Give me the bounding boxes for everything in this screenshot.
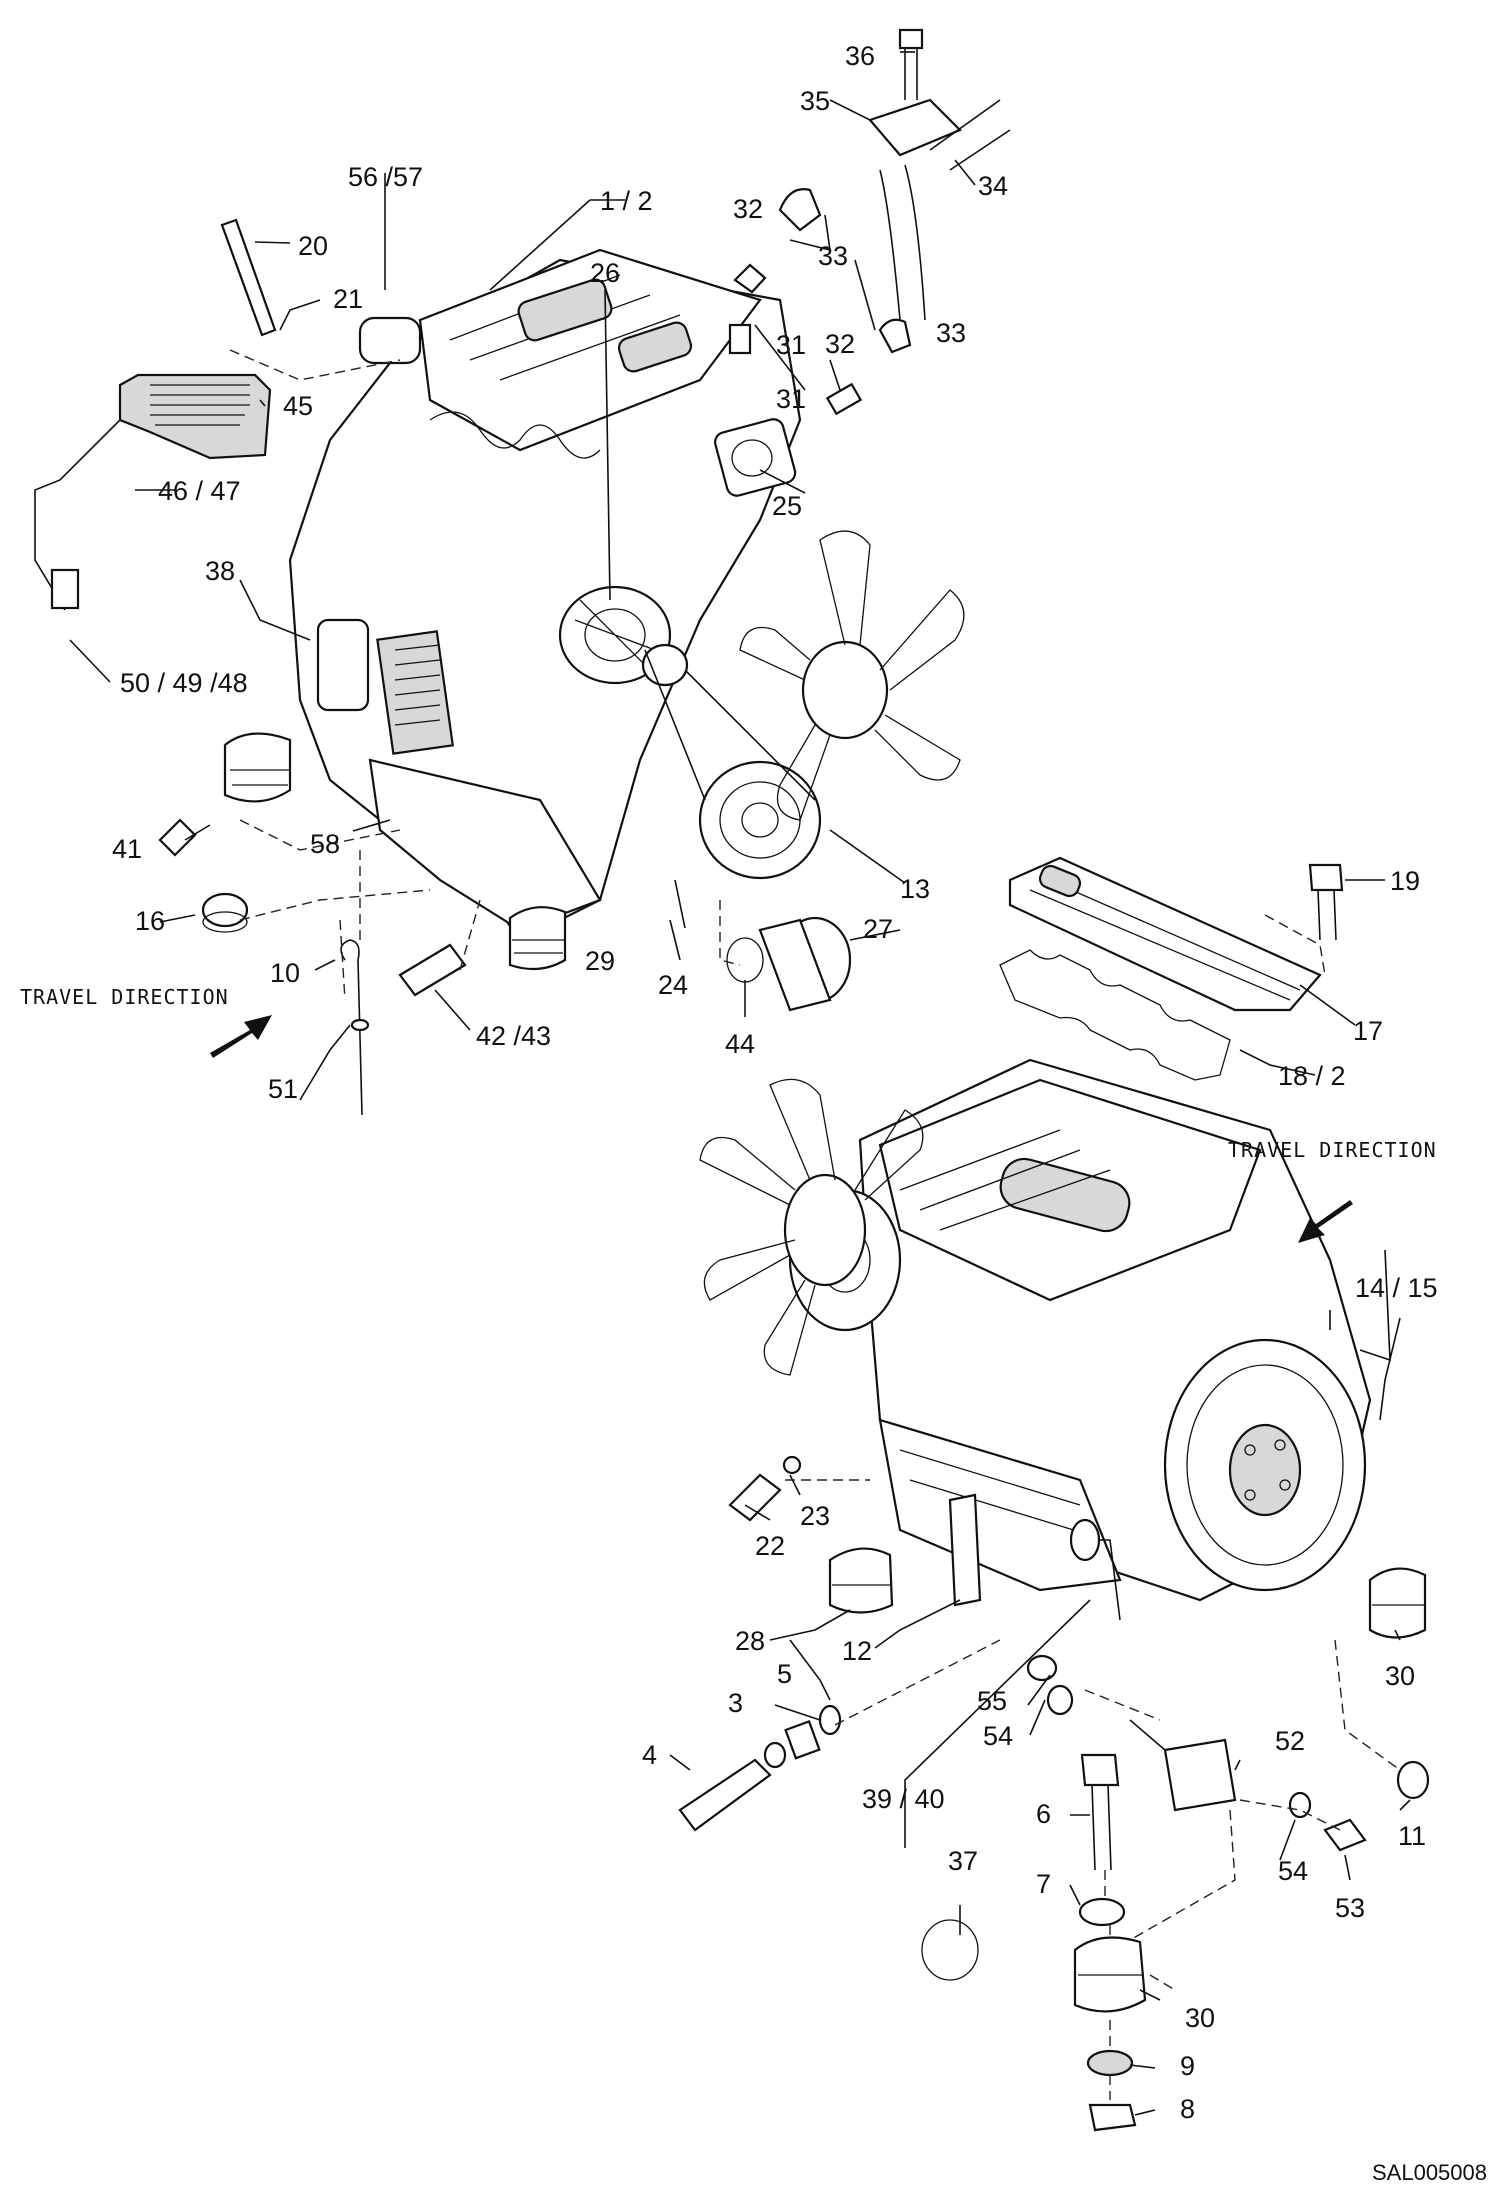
callout-53: 53 — [1335, 1893, 1365, 1923]
callout-42-43: 42 /43 — [476, 1021, 551, 1051]
callout-41: 41 — [112, 834, 142, 864]
callout-51: 51 — [268, 1074, 298, 1104]
callout-3: 3 — [728, 1688, 743, 1718]
callout-45: 45 — [283, 391, 313, 421]
callout-labels: 1 / 2 3 4 5 6 7 8 9 10 11 12 13 14 / 15 … — [20, 41, 1487, 2185]
callout-23: 23 — [800, 1501, 830, 1531]
callout-50-49-48: 50 / 49 /48 — [120, 668, 248, 698]
callout-32-lower: 32 — [825, 329, 855, 359]
callout-4: 4 — [642, 1740, 657, 1770]
callout-5: 5 — [777, 1659, 792, 1689]
callout-46-47: 46 / 47 — [158, 476, 241, 506]
callout-54-right: 54 — [1278, 1856, 1308, 1886]
callout-52: 52 — [1275, 1726, 1305, 1756]
callout-39-40: 39 / 40 — [862, 1784, 945, 1814]
callout-18-2: 18 / 2 — [1278, 1061, 1346, 1091]
callout-36: 36 — [845, 41, 875, 71]
lower-small-parts — [678, 856, 1430, 2132]
callout-16: 16 — [135, 906, 165, 936]
callout-33-lower: 33 — [936, 318, 966, 348]
callout-54-lower: 54 — [983, 1721, 1013, 1751]
callout-27: 27 — [863, 914, 893, 944]
travel-direction-arrows — [210, 1015, 1353, 1243]
callout-21: 21 — [333, 284, 363, 314]
callout-10: 10 — [270, 958, 300, 988]
callout-1-2: 1 / 2 — [600, 186, 653, 216]
travel-direction-caption-right: TRAVEL DIRECTION — [1228, 1138, 1437, 1162]
fan-upper — [739, 530, 965, 821]
fan-lower — [699, 1078, 924, 1376]
lower-engine-assembly — [699, 1058, 1427, 1639]
callout-9: 9 — [1180, 2051, 1195, 2081]
callout-58: 58 — [310, 829, 340, 859]
travel-direction-caption-left: TRAVEL DIRECTION — [20, 985, 229, 1009]
callout-35: 35 — [800, 86, 830, 116]
callout-17: 17 — [1353, 1016, 1383, 1046]
callout-30-lower: 30 — [1185, 2003, 1215, 2033]
callout-31-lower: 31 — [776, 384, 806, 414]
callout-19: 19 — [1390, 866, 1420, 896]
upper-engine-assembly — [220, 98, 1011, 971]
callout-22: 22 — [755, 1531, 785, 1561]
callout-8: 8 — [1180, 2094, 1195, 2124]
drawing-reference-code: SAL005008 — [1372, 2160, 1487, 2185]
callout-7: 7 — [1036, 1869, 1051, 1899]
callout-24: 24 — [658, 970, 688, 1000]
callout-20: 20 — [298, 231, 328, 261]
callout-32-upper: 32 — [733, 194, 763, 224]
callout-28: 28 — [735, 1626, 765, 1656]
callout-38: 38 — [205, 556, 235, 586]
callout-25: 25 — [772, 491, 802, 521]
arrow-icon — [210, 1015, 272, 1058]
callout-26: 26 — [590, 258, 620, 288]
leader-lines — [69, 51, 1411, 2116]
callout-11: 11 — [1398, 1821, 1426, 1851]
callout-12: 12 — [842, 1636, 872, 1666]
callout-30-upper: 30 — [1385, 1661, 1415, 1691]
callout-34: 34 — [978, 171, 1008, 201]
callout-37: 37 — [948, 1846, 978, 1876]
callout-56-57: 56 /57 — [348, 162, 423, 192]
callout-55: 55 — [977, 1686, 1007, 1716]
callout-14-15: 14 / 15 — [1355, 1273, 1438, 1303]
callout-31-upper: 31 — [776, 330, 806, 360]
upper-small-parts — [34, 28, 924, 1116]
arrow-icon — [1298, 1200, 1353, 1243]
callout-6: 6 — [1036, 1799, 1051, 1829]
callout-44: 44 — [725, 1029, 755, 1059]
callout-29: 29 — [585, 946, 615, 976]
callout-33-upper: 33 — [818, 241, 848, 271]
callout-13: 13 — [900, 874, 930, 904]
